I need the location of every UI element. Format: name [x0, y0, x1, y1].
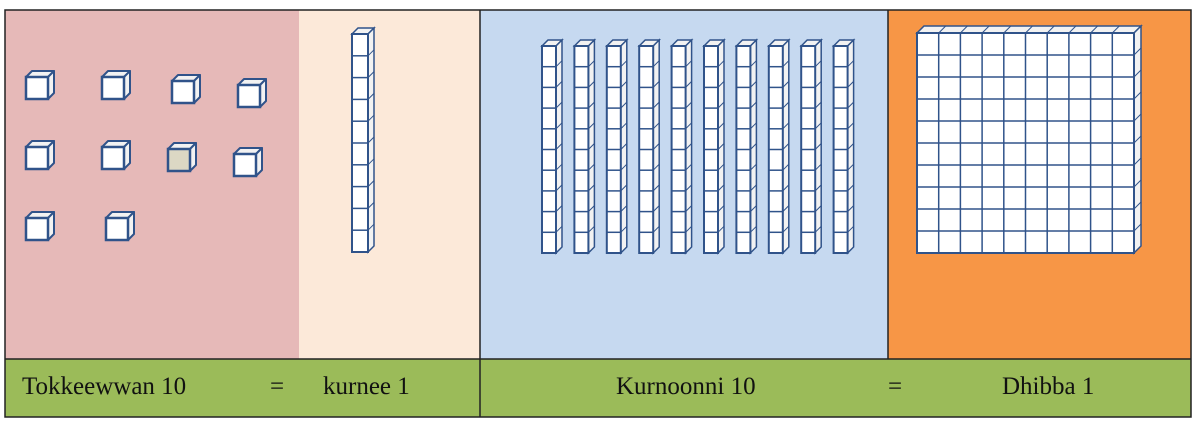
- unit-cube: [100, 70, 131, 101]
- caption-right-equals: =: [888, 373, 903, 400]
- panel-borders: [4, 9, 1192, 418]
- ten-rod: [702, 38, 726, 255]
- caption-band: [5, 359, 1191, 417]
- ten-rod: [350, 26, 376, 254]
- hundred-flat: [915, 24, 1143, 255]
- ten-rod: [799, 38, 824, 255]
- unit-cube: [24, 211, 55, 242]
- ten-rod: [766, 38, 791, 255]
- ten-rod-panel: [299, 10, 480, 359]
- unit-cube: [104, 211, 135, 242]
- ten-rod: [637, 38, 662, 255]
- ten-rod: [540, 38, 564, 255]
- unit-cube: [236, 78, 267, 109]
- caption-right-lhs: Kurnoonni 10: [616, 373, 756, 400]
- unit-cube: [24, 140, 55, 171]
- unit-cubes-panel: [5, 10, 299, 359]
- unit-cube: [232, 147, 263, 178]
- caption-left-equals: =: [270, 373, 285, 400]
- unit-cube: [100, 140, 131, 171]
- ten-rod: [831, 38, 856, 255]
- caption-left-lhs: Tokkeewwan 10: [22, 373, 187, 400]
- unit-cube: [24, 70, 55, 101]
- hundred-flat-group: [915, 24, 1143, 255]
- caption-right-rhs: Dhibba 1: [1002, 373, 1095, 400]
- caption-left-rhs: kurnee 1: [323, 373, 410, 400]
- unit-cube: [170, 74, 201, 105]
- highlighted-unit-cube: [166, 142, 197, 173]
- ten-rods-group: [540, 38, 856, 255]
- unit-cubes-group: [24, 70, 267, 242]
- ten-rod: [572, 38, 597, 255]
- ten-rod-group: [350, 26, 376, 254]
- ten-rod: [669, 38, 694, 255]
- ten-rod: [734, 38, 759, 255]
- ten-rod: [604, 38, 629, 255]
